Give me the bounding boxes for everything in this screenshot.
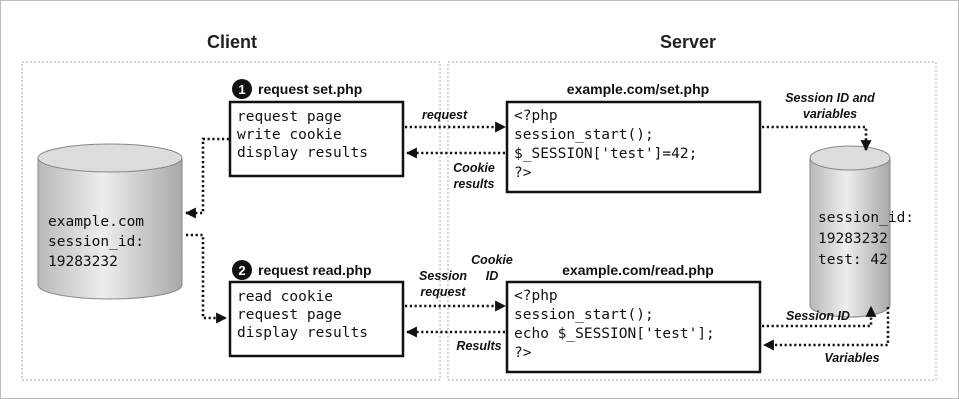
- step-1-line: display results: [237, 145, 368, 161]
- label-cookie-2: Cookie: [471, 253, 513, 267]
- label-variables-2: Variables: [824, 351, 879, 365]
- step-1-title: request set.php: [258, 81, 362, 97]
- set-php-line: session_start();: [514, 127, 654, 143]
- server-heading: Server: [660, 32, 716, 52]
- step-2-line: request page: [237, 307, 342, 323]
- arrow-variables: [762, 307, 890, 351]
- client-database: example.com session_id: 19283232: [37, 143, 183, 300]
- label-request-2: request: [420, 285, 466, 299]
- client-db-line: 19283232: [48, 254, 118, 270]
- set-php-title: example.com/set.php: [567, 81, 709, 97]
- step-2-badge: [232, 260, 252, 280]
- step-1-box: [228, 100, 405, 178]
- server-read-php: example.com/read.php <?php session_start…: [505, 262, 762, 374]
- step-2-title: request read.php: [258, 262, 372, 278]
- client-section: [21, 61, 441, 381]
- client-db-line: example.com: [48, 214, 144, 230]
- step-2-box: [228, 280, 405, 358]
- client-db-line: session_id:: [48, 234, 144, 250]
- label-id: ID: [486, 269, 499, 283]
- read-php-line: session_start();: [514, 307, 654, 323]
- read-php-title: example.com/read.php: [562, 262, 714, 278]
- read-php-line: echo $_SESSION['test'];: [514, 326, 715, 342]
- arrow-session-id-variables: [762, 125, 872, 152]
- step-2-line: display results: [237, 325, 368, 341]
- step-1-line: write cookie: [237, 127, 342, 143]
- label-session-id: Session ID: [786, 309, 850, 323]
- server-db-line: session_id:: [818, 210, 914, 226]
- client-step-2: 2 request read.php read cookie request p…: [228, 260, 405, 358]
- server-set-php: example.com/set.php <?php session_start(…: [505, 81, 762, 194]
- server-db-line: test: 42: [818, 252, 888, 268]
- arrow-session-id: [762, 305, 877, 328]
- label-session-id-and: Session ID and: [785, 91, 875, 105]
- client-heading: Client: [207, 32, 257, 52]
- label-cookie: Cookie: [453, 161, 495, 175]
- step-1-badge: [232, 79, 252, 99]
- label-results: results: [454, 177, 495, 191]
- server-section: [447, 61, 937, 381]
- set-php-line: ?>: [514, 165, 532, 181]
- label-session: Session: [419, 269, 467, 283]
- label-variables-1: variables: [803, 107, 857, 121]
- arrow-read-cookie: [186, 233, 228, 324]
- flow-arrows: [184, 121, 890, 351]
- read-php-box: [505, 280, 762, 374]
- client-step-1: 1 request set.php request page write coo…: [228, 79, 405, 178]
- step-2-number: 2: [238, 263, 245, 278]
- step-1-number: 1: [238, 82, 245, 97]
- label-request: request: [422, 108, 468, 122]
- label-results-2: Results: [456, 339, 501, 353]
- set-php-line: <?php: [514, 108, 558, 124]
- server-db-line: 19283232: [818, 231, 888, 247]
- set-php-line: $_SESSION['test']=42;: [514, 146, 697, 162]
- arrow-write-cookie: [184, 137, 229, 219]
- server-database: session_id: 19283232 test: 42: [809, 145, 914, 318]
- read-php-line: ?>: [514, 345, 532, 361]
- set-php-box: [505, 100, 762, 194]
- read-php-line: <?php: [514, 288, 558, 304]
- step-2-line: read cookie: [237, 289, 333, 305]
- step-1-line: request page: [237, 109, 342, 125]
